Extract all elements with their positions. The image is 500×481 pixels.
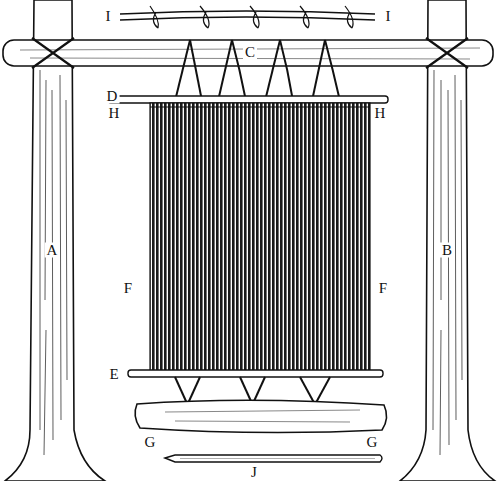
part-letter: D: [105, 89, 120, 104]
part-letter: G: [143, 435, 158, 450]
part-letter: C: [243, 45, 257, 60]
part-letter: J: [249, 465, 259, 480]
part-letter: F: [377, 281, 389, 296]
part-letter: E: [107, 367, 120, 382]
part-letter: G: [365, 435, 380, 450]
part-letter: A: [45, 243, 60, 258]
part-letter: B: [440, 243, 454, 258]
part-letter: I: [384, 9, 393, 24]
part-letter: H: [373, 106, 388, 121]
part-letter: F: [122, 281, 134, 296]
part-letter: H: [107, 106, 122, 121]
part-letter: I: [104, 9, 113, 24]
